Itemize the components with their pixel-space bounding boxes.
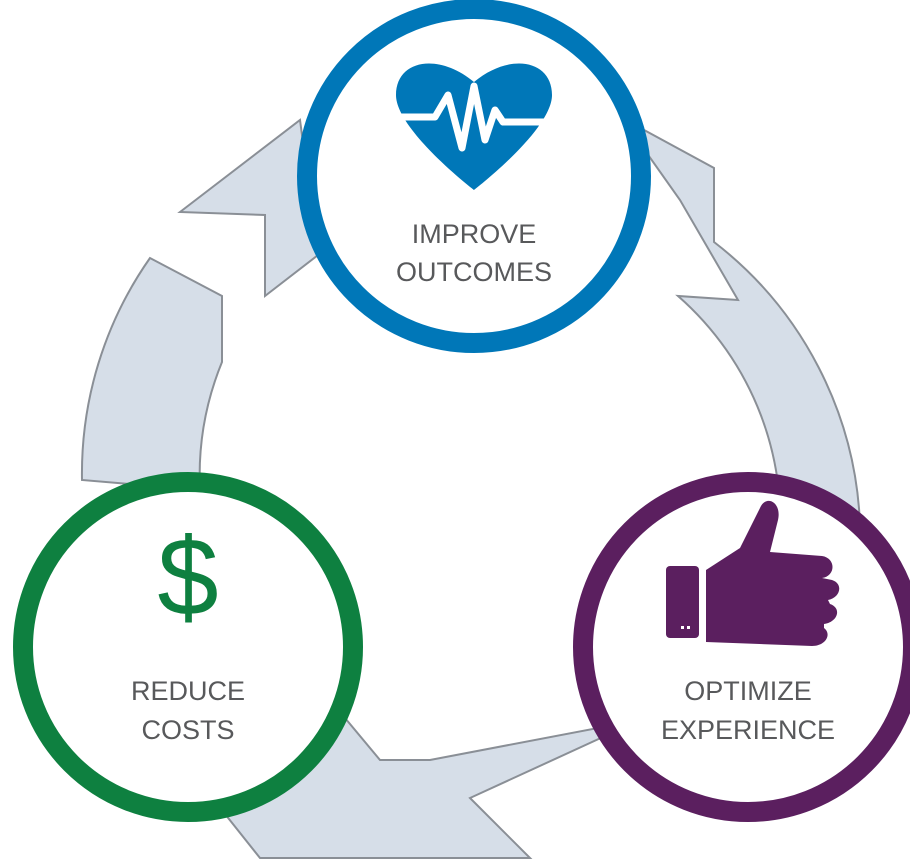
node-improve-outcomes: IMPROVE OUTCOMES <box>297 0 651 353</box>
node-label-outcomes-line1: IMPROVE <box>412 219 537 249</box>
node-reduce-costs: $ REDUCE COSTS <box>13 472 363 822</box>
node-label-outcomes-line2: OUTCOMES <box>396 257 552 287</box>
node-ring-experience <box>573 472 910 822</box>
dollar-sign-icon: $ <box>157 516 218 639</box>
node-label-costs-line2: COSTS <box>141 715 234 745</box>
thumbs-up-icon <box>666 500 840 646</box>
arrow-costs-to-outcomes <box>80 118 320 492</box>
node-label-experience-line2: EXPERIENCE <box>661 715 835 745</box>
node-ring-costs <box>13 472 363 822</box>
node-label-costs-line1: REDUCE <box>131 676 245 706</box>
node-label-experience-line1: OPTIMIZE <box>684 676 812 706</box>
node-optimize-experience: OPTIMIZE EXPERIENCE <box>573 472 910 822</box>
heart-pulse-icon <box>396 63 554 190</box>
